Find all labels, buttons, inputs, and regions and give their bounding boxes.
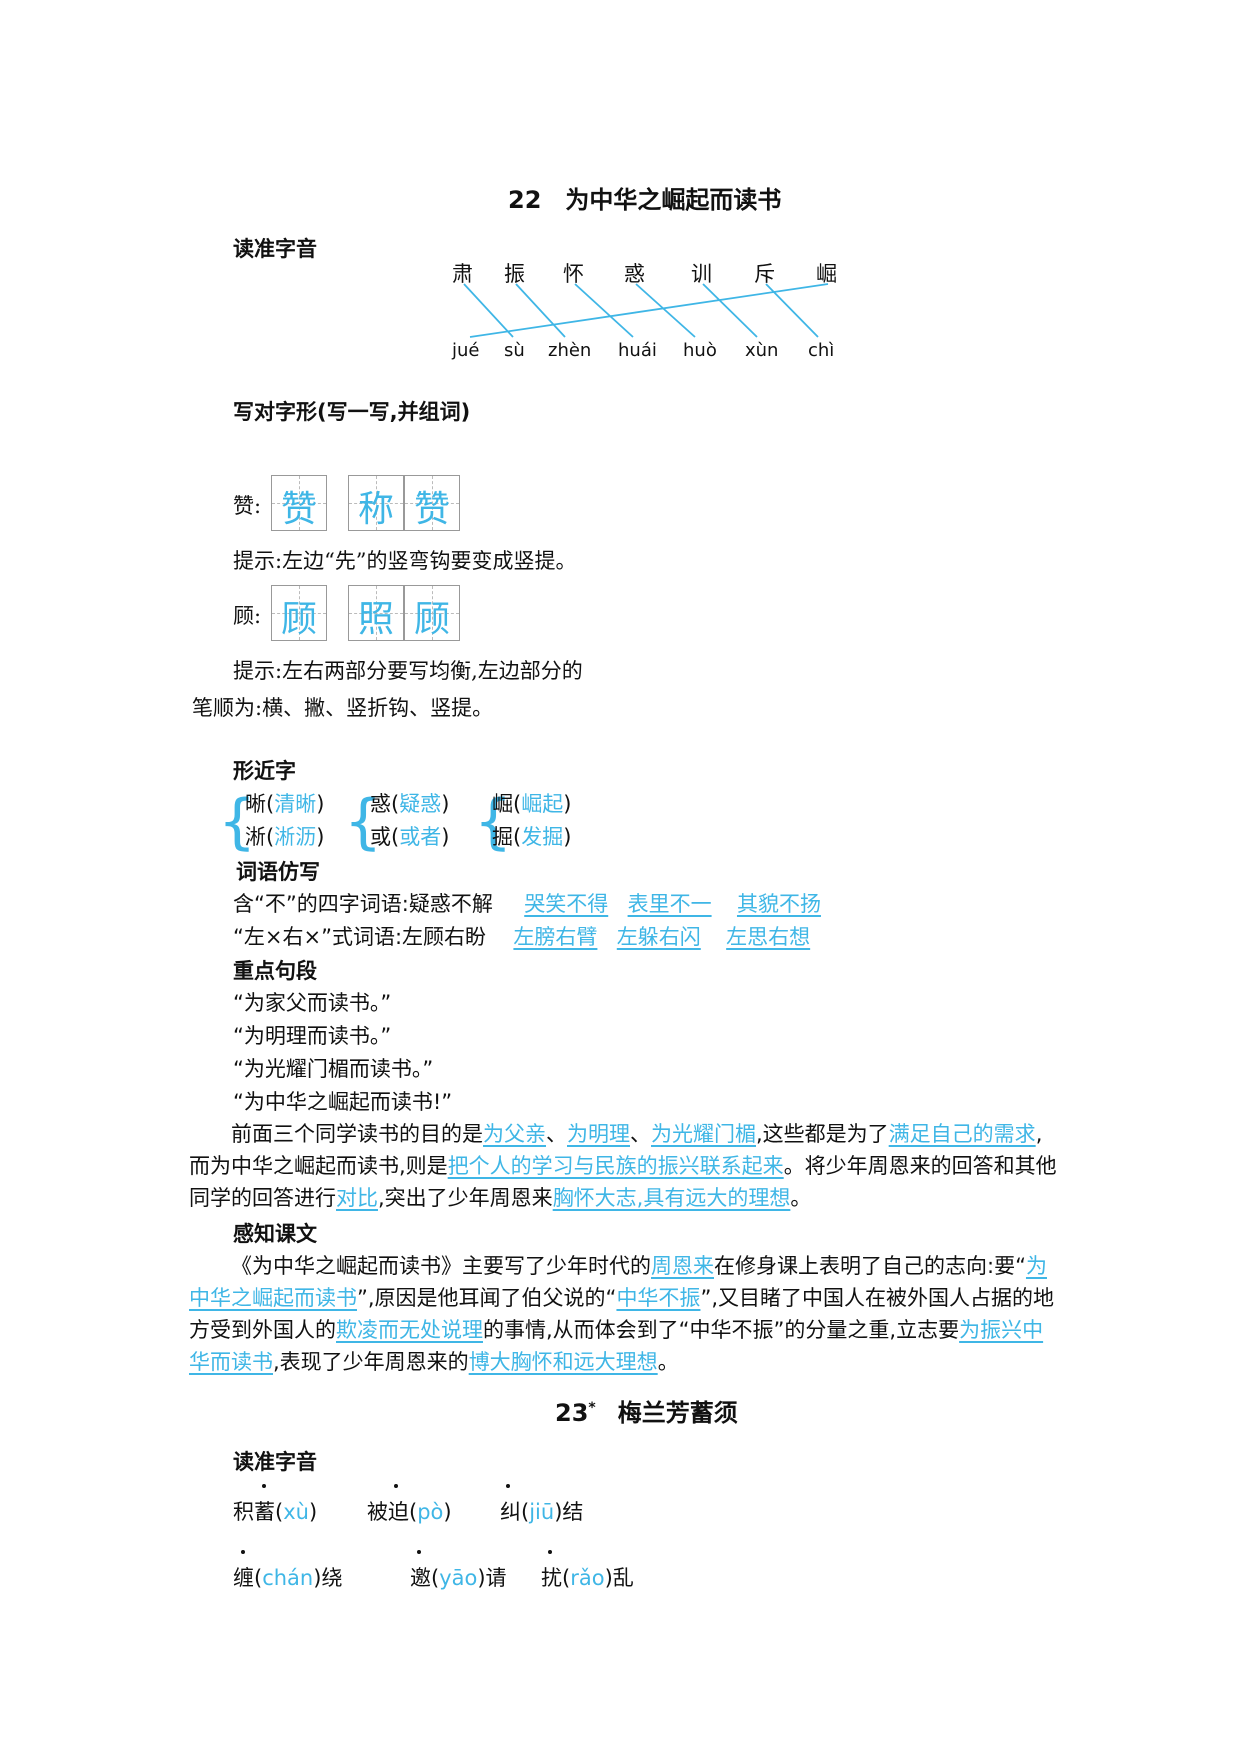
quote-3: “为光耀门楣而读书。” [233,1057,434,1081]
lesson-23-title: 23*梅兰芳蓄须 [555,1399,738,1427]
pronounce-item: 积蓄(xù) [233,1500,318,1524]
emphasis-dot [394,1484,398,1488]
zan-hint: 提示:左边“先”的竖弯钩要变成竖提。 [233,549,577,573]
similar-row-2c: 掘(发掘) [492,825,572,849]
section-write-heading: 写对字形(写一写,并组词) [233,400,471,424]
match-pinyin: huái [618,340,657,361]
gu-hint-line1: 提示:左右两部分要写均衡,左边部分的 [233,659,583,683]
match-char: 惑 [624,262,645,286]
quote-4: “为中华之崛起而读书!” [233,1090,453,1114]
zan-single-box: 赞 [271,475,327,531]
pronounce-item: 扰(rǎo)乱 [541,1566,634,1590]
section-key-heading: 重点句段 [233,959,317,983]
emphasis-dot [417,1550,421,1554]
emphasis-dot [506,1484,510,1488]
emphasis-dot [548,1550,552,1554]
gu-word-box-1: 照 [348,585,404,641]
match-char: 崛 [816,262,837,286]
match-pinyin: chì [808,340,835,361]
zan-word-box-2: 赞 [404,475,460,531]
lesson-22-title: 22 为中华之崛起而读书 [508,186,782,214]
match-pinyin: zhèn [548,340,592,361]
brace-left-2: { [344,787,383,857]
zan-label: 赞: [233,494,262,518]
similar-row-2: 淅(淅沥) [245,825,325,849]
gu-hint-line2: 笔顺为:横、撇、竖折钩、竖提。 [192,696,494,720]
gu-word-box-2: 顾 [404,585,460,641]
match-char: 怀 [563,262,584,286]
similar-row-1: 晰(清晰) [245,792,325,816]
pronounce-item: 邀(yāo)请 [410,1566,507,1590]
quote-1: “为家父而读书。” [233,991,392,1015]
gu-label: 顾: [233,604,262,628]
brace-left-1: { [218,787,257,857]
match-pinyin: huò [683,340,717,361]
section-pronounce-heading: 读准字音 [233,237,317,261]
zan-word-box-1: 称 [348,475,404,531]
match-char: 振 [504,262,525,286]
pronounce-item: 缠(chán)绕 [233,1566,343,1590]
similar-row-2b: 或(或者) [370,825,450,849]
match-char: 训 [691,262,712,286]
brace-left-3: { [474,787,513,857]
similar-row-1b: 惑(疑惑) [370,792,450,816]
section-perceive-heading: 感知课文 [233,1222,317,1246]
match-char: 斥 [754,262,775,286]
pronounce-item: 被迫(pò) [367,1500,452,1524]
emphasis-dot [262,1484,266,1488]
key-paragraph: 前面三个同学读书的目的是为父亲、为明理、为光耀门楣,这些都是为了满足自己的需求,… [189,1122,1057,1210]
imitate-line-1: 含“不”的四字词语:疑惑不解 哭笑不得 表里不一 其貌不扬 [233,892,821,916]
emphasis-dot [241,1550,245,1554]
perceive-paragraph: 《为中华之崛起而读书》主要写了少年时代的周恩来在修身课上表明了自己的志向:要“为… [189,1254,1054,1374]
similar-row-1c: 崛(崛起) [492,792,572,816]
match-pinyin: sù [504,340,525,361]
match-char: 肃 [452,262,473,286]
match-pinyin: jué [452,340,480,361]
section-imitate-heading: 词语仿写 [236,860,320,884]
matching-lines [463,283,829,338]
section-similar-heading: 形近字 [233,759,296,783]
imitate-line-2: “左×右×”式词语:左顾右盼 左膀右臂 左躲右闪 左思右想 [233,925,811,949]
quote-2: “为明理而读书。” [233,1024,392,1048]
gu-single-box: 顾 [271,585,327,641]
lesson-23-pronounce-heading: 读准字音 [233,1450,317,1474]
pronounce-item: 纠(jiū)结 [500,1500,584,1524]
match-pinyin: xùn [745,340,779,361]
